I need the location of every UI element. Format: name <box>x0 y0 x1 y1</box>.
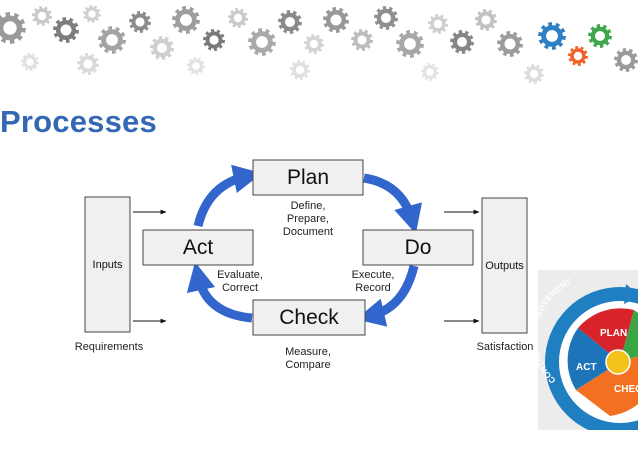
gear-icon <box>524 64 544 84</box>
gear-icon <box>32 6 52 26</box>
gear-icon <box>304 34 324 54</box>
gear-icon <box>538 22 566 50</box>
gear-icon <box>172 6 200 34</box>
plan-box <box>252 159 364 196</box>
act-box <box>142 229 254 266</box>
gear-icon <box>228 8 248 28</box>
outputs-box <box>481 197 528 334</box>
badge-plan-segment <box>578 308 634 362</box>
gear-icon <box>187 57 205 75</box>
gear-icon <box>129 11 151 33</box>
arrow-check-to-act <box>186 261 253 323</box>
gear-icon <box>374 6 398 30</box>
do-box <box>362 229 474 266</box>
do-note: Execute, Record <box>351 269 395 294</box>
gear-icon <box>83 5 101 23</box>
inputs-caption: Requirements <box>74 341 144 353</box>
arrow-plan-to-do <box>363 173 423 234</box>
plan-note: Define, Prepare, Document <box>282 200 334 238</box>
outputs-caption: Satisfaction <box>476 341 534 353</box>
gear-icon <box>248 28 276 56</box>
gear-icon <box>53 17 79 43</box>
badge-ring-arrowhead <box>624 284 638 304</box>
gear-icon <box>588 24 612 48</box>
check-box <box>252 299 366 336</box>
gear-icon <box>351 29 373 51</box>
gear-icon <box>0 12 26 44</box>
gear-icon <box>150 36 174 60</box>
arrow-act-to-plan <box>193 164 263 228</box>
badge-check-text: CHEC <box>614 384 638 395</box>
gear-icon <box>428 14 448 34</box>
gear-icon <box>497 31 523 57</box>
continual-improvement-badge: CONTINUAL IMPROVEMENT PLAN ACT CHEC <box>538 270 638 430</box>
gear-icon <box>278 10 302 34</box>
badge-act-segment <box>567 328 620 390</box>
check-note: Measure, Compare <box>285 346 331 371</box>
gear-icon <box>450 30 474 54</box>
badge-plan-text: PLAN <box>600 328 627 339</box>
badge-act-text: ACT <box>576 362 597 373</box>
gear-icon <box>98 26 126 54</box>
gear-icon <box>568 46 588 66</box>
gear-icon <box>323 7 349 33</box>
gear-icon <box>475 9 497 31</box>
gear-banner <box>0 5 638 84</box>
gear-icon <box>290 60 310 80</box>
page-title: Processes <box>0 104 157 139</box>
gear-icon <box>21 53 39 71</box>
gear-icon <box>614 48 638 72</box>
badge-do-segment <box>620 310 638 362</box>
badge-center <box>605 349 631 375</box>
arrow-do-to-check <box>355 264 419 327</box>
inputs-box <box>84 196 131 333</box>
gear-icon <box>77 53 99 75</box>
gear-icon <box>396 30 424 58</box>
act-note: Evaluate, Correct <box>217 269 263 294</box>
gear-icon <box>421 63 439 81</box>
gear-icon <box>203 29 225 51</box>
